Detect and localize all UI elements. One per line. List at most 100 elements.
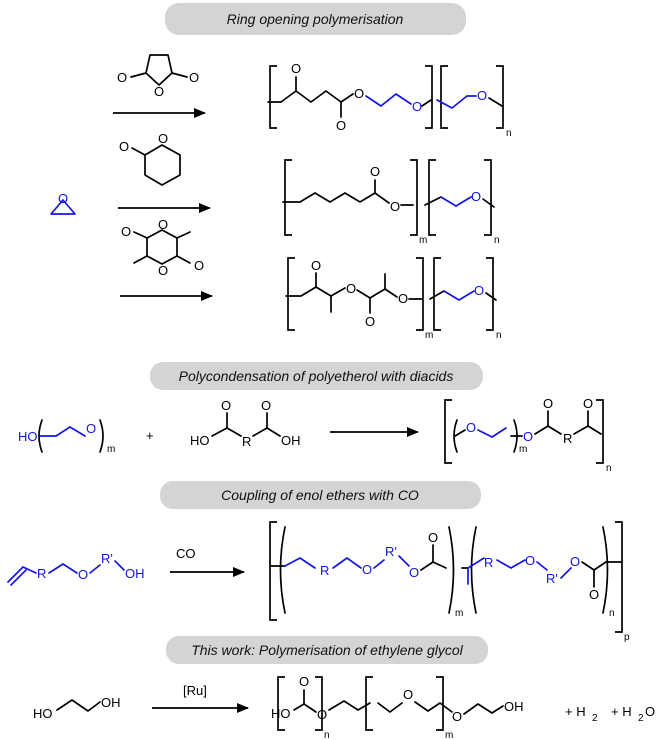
h2-subscript: 2 — [592, 713, 598, 724]
p3-n: n — [496, 330, 502, 341]
product-m: m — [519, 444, 527, 455]
lactide-O1: O — [121, 224, 131, 239]
section-polycondensation: Polycondensation of polyetherol with dia… — [18, 362, 612, 474]
polyetherol-monomer: HO O m — [18, 419, 115, 455]
enol-O: O — [78, 567, 88, 582]
p2-ether-O: O — [471, 189, 481, 204]
anhydride-O-right: O — [189, 70, 199, 85]
diacid-O2: O — [261, 398, 271, 413]
co-reagent: CO — [176, 546, 196, 561]
polyetherol-m: m — [107, 444, 115, 455]
copolymer-product: R O R' O O m R O R' O O — [269, 521, 630, 643]
polymer-3: O O O O m O n — [285, 257, 502, 341]
prod-HO: HO — [271, 706, 291, 721]
p1-ester-O2: O — [354, 86, 364, 101]
p3-carbonyl-O1: O — [311, 258, 321, 273]
header-ring-opening-box — [165, 3, 466, 35]
enol-ether-monomer: R O R' OH — [7, 551, 145, 586]
diacid-monomer: HO O R O OH — [190, 398, 301, 449]
cp-O1: O — [362, 562, 372, 577]
succinic-anhydride-reagent: O O O — [117, 54, 199, 99]
header-ring-opening: Ring opening polymerisation — [227, 11, 404, 27]
product-n: n — [606, 463, 612, 474]
epoxide-monomer: O — [50, 191, 76, 215]
diacid-OH: OH — [281, 433, 301, 448]
header-this-work-box — [166, 636, 488, 664]
cp-O4: O — [570, 554, 580, 569]
ethylene-glycol-monomer: HO OH — [33, 695, 121, 721]
p2-ester-O: O — [390, 199, 400, 214]
enol-R: R — [37, 566, 46, 581]
enol-R-prime: R' — [101, 551, 113, 566]
product-carbonyl-O1: O — [543, 396, 553, 411]
prod-OH: OH — [504, 699, 524, 714]
header-this-work: This work: Polymerisation of ethylene gl… — [191, 642, 463, 658]
header-coupling-box — [160, 481, 481, 509]
cp-R2: R — [484, 555, 493, 570]
product-carbonyl-O2: O — [583, 396, 593, 411]
cp-p: p — [624, 632, 630, 643]
byproduct-hydrogen: + H 2 — [565, 704, 598, 724]
polymer-1: O O O O O n — [267, 61, 512, 139]
h2o-label: + H — [611, 704, 632, 719]
ru-catalyst: [Ru] — [183, 683, 207, 698]
prod-carbonyl-O: O — [299, 674, 309, 689]
cp-m: m — [455, 608, 463, 619]
anhydride-O-left: O — [117, 70, 127, 85]
header-polycondensation: Polycondensation of polyetherol with dia… — [179, 368, 454, 384]
diacid-O1: O — [221, 398, 231, 413]
header-coupling: Coupling of enol ethers with CO — [221, 487, 419, 503]
diacid-R: R — [242, 434, 251, 449]
prod-ether-O1: O — [403, 687, 413, 702]
lactide-O2: O — [194, 258, 204, 273]
section-this-work: This work: Polymerisation of ethylene gl… — [33, 636, 655, 740]
p2-m: m — [419, 235, 427, 246]
polyetherol-O: O — [86, 421, 96, 436]
plus-sign-1: + — [146, 428, 154, 443]
h2-label: + H — [565, 704, 586, 719]
polymer-2: O O m O n — [282, 159, 500, 246]
product-ether-O: O — [466, 420, 476, 435]
eg-OH: OH — [101, 695, 121, 710]
p1-ketone-O: O — [291, 61, 301, 76]
anhydride-O-ring: O — [154, 84, 164, 99]
cp-O2: O — [409, 565, 419, 580]
cp-n: n — [609, 608, 615, 619]
p2-n: n — [494, 235, 500, 246]
cp-carbonyl-O2: O — [589, 587, 599, 602]
cp-O3: O — [525, 553, 535, 568]
glycol-polymer-product: HO O O n O m O OH — [271, 674, 524, 740]
p3-ester-O2: O — [398, 291, 408, 306]
product-R: R — [563, 431, 572, 446]
product-ester-O: O — [523, 429, 533, 444]
enol-OH: OH — [125, 566, 145, 581]
p3-ether-O: O — [474, 283, 484, 298]
p1-ether-O: O — [412, 99, 422, 114]
byproduct-water: + H 2 O — [611, 704, 655, 724]
lactone-ring-O: O — [158, 131, 168, 146]
header-polycondensation-box — [150, 362, 483, 390]
p1-n: n — [506, 128, 512, 139]
epoxide-oxygen: O — [58, 191, 68, 206]
section-coupling: Coupling of enol ethers with CO R O R' O… — [7, 481, 630, 643]
lactide-ring-O2: O — [158, 263, 168, 278]
cp-R1: R — [320, 563, 329, 578]
p3-m: m — [425, 330, 433, 341]
cp-carbonyl-O1: O — [428, 530, 438, 545]
eg-HO: HO — [33, 706, 53, 721]
prod-ether-O2: O — [452, 709, 462, 724]
prod-m: m — [445, 730, 453, 740]
lactone-carbonyl-O: O — [119, 139, 129, 154]
valerolactone-reagent: O O — [119, 131, 181, 186]
p1-ester-O: O — [336, 118, 346, 133]
lactide-ring-O1: O — [158, 217, 168, 232]
p1-ether-O2: O — [477, 88, 487, 103]
p3-carbonyl-O2: O — [365, 314, 375, 329]
polyetherol-HO: HO — [18, 429, 38, 444]
p3-ester-O1: O — [346, 281, 356, 296]
section-ring-opening: Ring opening polymerisation O O O O O O — [50, 3, 512, 341]
cp-R-prime1: R' — [385, 544, 397, 559]
p2-carbonyl-O: O — [370, 164, 380, 179]
lactide-reagent: O O O O — [121, 217, 204, 278]
